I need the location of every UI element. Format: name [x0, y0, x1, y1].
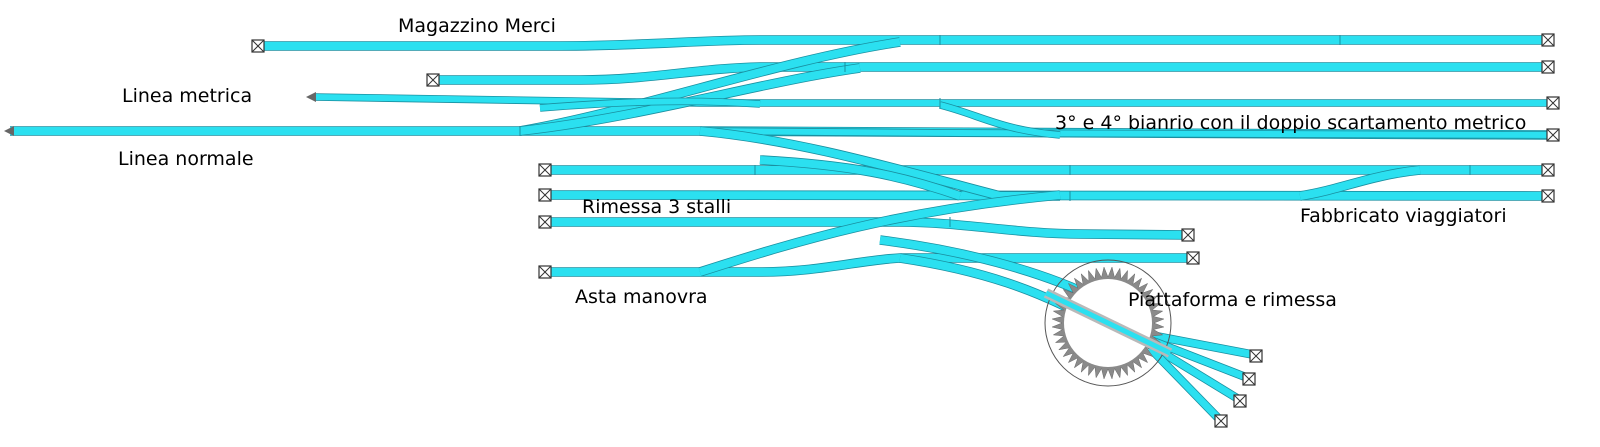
track-diag-6: [759, 156, 962, 200]
label-dual-gauge: 3° e 4° bianrio con il doppio scartament…: [1055, 112, 1526, 134]
turntable-bridge-rail: [1044, 290, 1172, 356]
turntable-pit: [1044, 259, 1172, 387]
buffer-stop-icon: [1546, 96, 1560, 110]
buffer-stop-icon: [1546, 128, 1560, 142]
buffer-stop-icon: [1541, 189, 1555, 203]
buffer-stop-icon: [1242, 372, 1256, 386]
buffer-stop-icon: [538, 265, 552, 279]
buffer-stop-icon: [1186, 251, 1200, 265]
turntable-icon: [1043, 259, 1173, 387]
track-diag-3: [539, 98, 761, 111]
stall-4: [1147, 345, 1223, 423]
label-goods-shed: Magazzino Merci: [398, 15, 556, 37]
buffer-stop-icon: [1541, 60, 1555, 74]
label-normal-line: Linea normale: [118, 148, 254, 170]
label-turntable: Piattaforma e rimessa: [1128, 289, 1337, 311]
buffer-stop-icon: [1181, 228, 1195, 242]
buffer-stop-icon: [1233, 394, 1247, 408]
track-diag-1: [519, 38, 901, 135]
buffer-stop-icon: [538, 215, 552, 229]
buffer-stop-icon: [1249, 349, 1263, 363]
track-shunting-neck: [545, 254, 1195, 276]
track-diag-4: [699, 127, 1060, 200]
buffer-stop-icon: [251, 39, 265, 53]
track-2: [433, 63, 1545, 84]
stall-1: [1149, 331, 1256, 359]
track-normal-dual: [699, 128, 1551, 138]
buffer-stop-icon: [1214, 414, 1228, 428]
label-metric-line: Linea metrica: [122, 85, 252, 107]
arrow-left-icon: [306, 92, 316, 102]
track-diag-7: [698, 191, 1061, 276]
track-engine-shed: [545, 218, 1191, 239]
track-diag-8: [1299, 166, 1421, 200]
label-engine-shed: Rimessa 3 stalli: [582, 196, 731, 218]
buffer-stop-icon: [1541, 33, 1555, 47]
buffer-stop-icon: [426, 73, 440, 87]
arrow-left-icon: [4, 126, 14, 136]
buffers-layer: [4, 33, 1560, 428]
label-station-building: Fabbricato viaggiatori: [1300, 205, 1507, 227]
buffer-stop-icon: [1541, 163, 1555, 177]
track-goods-shed: [258, 36, 1545, 50]
buffer-stop-icon: [538, 188, 552, 202]
buffer-stop-icon: [538, 163, 552, 177]
label-shunting-neck: Asta manovra: [575, 286, 708, 308]
track-diag-5: [939, 102, 1061, 138]
